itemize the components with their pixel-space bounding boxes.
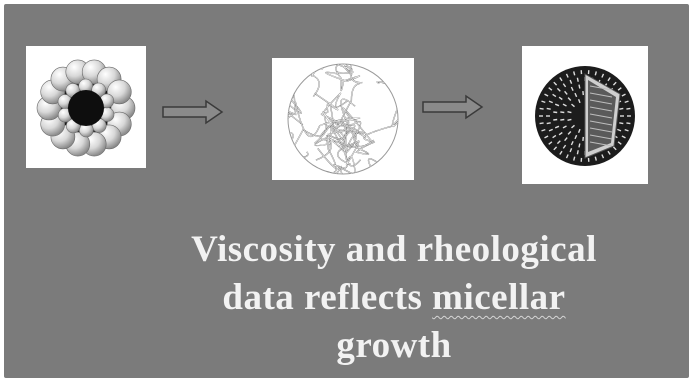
spherical-micelle-panel <box>26 46 146 168</box>
caption-line-2-start: data reflects <box>222 277 433 318</box>
vesicle-cutaway-icon <box>535 66 635 166</box>
slide-background: Viscosity and rheological data reflects … <box>4 4 689 378</box>
caption-line-1: Viscosity and rheological <box>191 229 597 270</box>
right-arrow-icon <box>422 94 484 125</box>
spherical-micelle-icon <box>36 59 136 157</box>
wormlike-micelle-network-icon <box>287 63 399 175</box>
caption-text: Viscosity and rheological data reflects … <box>104 226 684 370</box>
caption-line-2: data reflects micellar <box>104 274 684 322</box>
caption-micellar-word: micellar <box>432 277 566 318</box>
caption-line-3: growth <box>336 325 452 366</box>
vesicle-panel <box>522 46 648 184</box>
right-arrow-icon <box>162 99 224 130</box>
wormlike-micelle-panel <box>272 58 414 180</box>
